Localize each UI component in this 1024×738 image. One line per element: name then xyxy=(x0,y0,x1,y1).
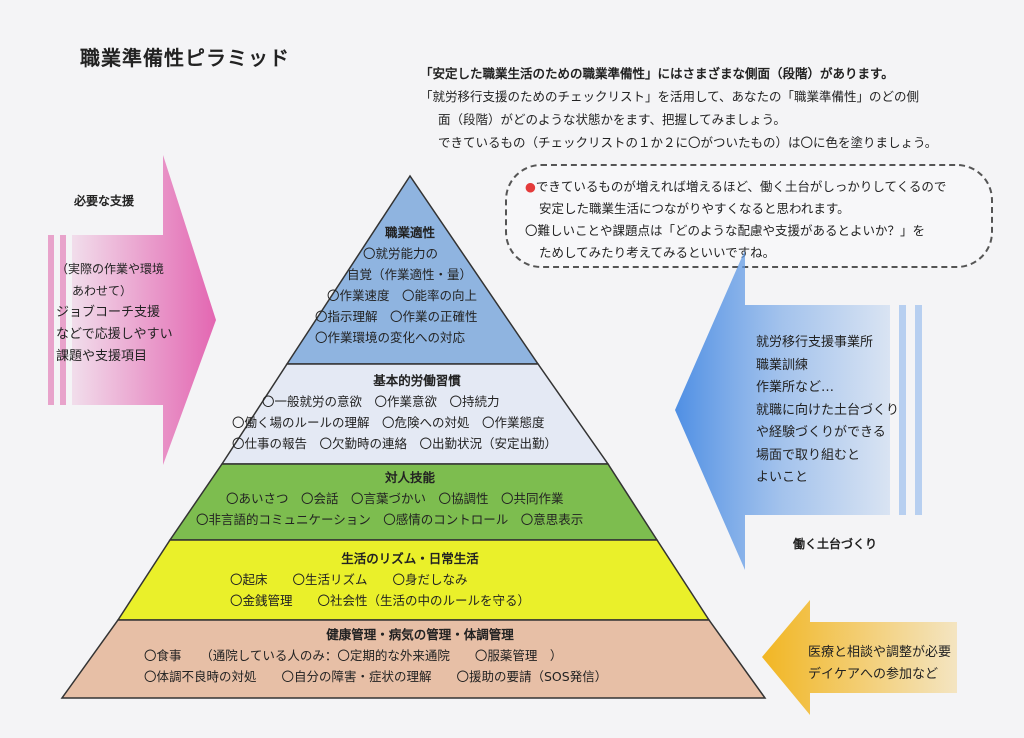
support-heading: 必要な支援 xyxy=(74,194,135,208)
level-1-title: 職業適性 xyxy=(384,225,435,240)
pyramid-level-5 xyxy=(60,619,767,699)
level-1-line-5: 〇作業環境の変化への対応 xyxy=(315,330,466,345)
support-line-2: あわせて） xyxy=(72,284,133,298)
level-2-title: 基本的労働習慣 xyxy=(373,373,461,388)
intro-line-1: 「安定した職業生活のための職業準備性」にはさまざまな側面（段階）があります。 xyxy=(420,66,894,81)
medical-arrow-icon xyxy=(762,600,957,715)
level-5-line-2: 〇体調不良時の対処 〇自分の障害・症状の理解 〇援助の要請（SOS発信） xyxy=(144,669,608,684)
level-4-text: 生活のリズム・日常生活 〇起床 〇生活リズム 〇身だしなみ 〇金銭管理 〇社会性… xyxy=(200,548,620,611)
support-line-3: ジョブコーチ支援 xyxy=(56,305,161,320)
intro-line-3: 面（段階）がどのような状態かをます、把握してみましょう。 xyxy=(438,112,786,127)
foundation-line-4: 就職に向けた土台づくり xyxy=(756,402,900,418)
level-3-line-2: 〇非言語的コミュニケーション 〇感情のコントロール 〇意思表示 xyxy=(196,512,584,527)
foundation-arrow-icon xyxy=(675,250,922,570)
foundation-heading: 働く土台づくり xyxy=(793,537,878,551)
support-arrow-icon xyxy=(48,155,216,465)
foundation-text: 就労移行支援事業所 職業訓練 作業所など… 就職に向けた土台づくり や経験づくり… xyxy=(756,332,906,490)
level-4-line-1: 〇起床 〇生活リズム 〇身だしなみ xyxy=(230,572,468,587)
callout-line-1: できているものが増えれば増えるほど、働く土台がしっかりしてくるので xyxy=(535,179,947,194)
level-2-line-3: 〇仕事の報告 〇欠勤時の連絡 〇出勤状況（安定出勤） xyxy=(232,436,558,451)
foundation-line-7: よいこと xyxy=(756,470,809,485)
level-1-line-4: 〇指示理解 〇作業の正確性 xyxy=(315,309,478,324)
callout-line-2: 安定した職業生活につながりやすくなると思われます。 xyxy=(539,201,850,216)
level-5-text: 健康管理・病気の管理・体調管理 〇食事 （通院している人のみ：〇定期的な外来通院… xyxy=(140,624,700,687)
level-1-line-1: 〇就労能力の xyxy=(363,246,439,261)
level-1-text: 職業適性 〇就労能力の 自覚（作業適性・量） 〇作業速度 〇能率の向上 〇指示理… xyxy=(315,222,505,348)
level-3-title: 対人技能 xyxy=(384,470,435,485)
support-line-4: などで応援しやすい xyxy=(56,327,173,342)
medical-line-1: 医療と相談や調整が必要 xyxy=(808,645,952,660)
level-2-text: 基本的労働習慣 〇一般就労の意欲 〇作業意欲 〇持続力 〇働く場のルールの理解 … xyxy=(232,370,602,454)
level-4-title: 生活のリズム・日常生活 xyxy=(341,551,479,566)
level-4-line-2: 〇金銭管理 〇社会性（生活の中のルールを守る） xyxy=(230,593,531,608)
intro-line-4: できているもの（チェックリストの１か２に〇がついたもの）は〇に色を塗りましょう。 xyxy=(438,135,938,150)
medical-text: 医療と相談や調整が必要 デイケアへの参加など xyxy=(808,642,951,686)
callout-line-4: ためしてみたり考えてみるといいですね。 xyxy=(539,245,776,260)
level-2-line-1: 〇一般就労の意欲 〇作業意欲 〇持続力 xyxy=(262,394,500,409)
level-5-line-1: 〇食事 （通院している人のみ：〇定期的な外来通院 〇服薬管理 ） xyxy=(144,648,563,663)
level-1-line-3: 〇作業速度 〇能率の向上 xyxy=(327,288,478,303)
support-line-1: （実際の作業や環境 xyxy=(56,262,165,276)
medical-line-2: デイケアへの参加など xyxy=(808,667,939,682)
support-line-5: 課題や支援項目 xyxy=(56,349,148,364)
red-dot-icon: ● xyxy=(525,179,536,194)
foundation-line-2: 職業訓練 xyxy=(756,357,809,373)
page-title: 職業準備性ピラミッド xyxy=(80,46,290,70)
level-3-line-1: 〇あいさつ 〇会話 〇言葉づかい 〇協調性 〇共同作業 xyxy=(226,491,564,506)
callout-line-3: 〇難しいことや課題点は「どのような配慮や支援があるとよいか？」を xyxy=(525,223,926,238)
foundation-line-3: 作業所など… xyxy=(756,380,835,395)
intro-text: 「安定した職業生活のための職業準備性」にはさまざまな側面（段階）があります。 「… xyxy=(420,62,1010,154)
note-callout: ●できているものが増えれば増えるほど、働く土台がしっかりしてくるので 安定した職… xyxy=(505,164,993,268)
intro-line-2: 「就労移行支援のためのチェックリスト」を活用して、あなたの「職業準備性」のどの側 xyxy=(420,89,920,104)
level-1-line-2: 自覚（作業適性・量） xyxy=(347,267,473,282)
foundation-line-5: や経験づくりができる xyxy=(756,425,886,440)
foundation-line-1: 就労移行支援事業所 xyxy=(756,335,874,350)
level-2-line-2: 〇働く場のルールの理解 〇危険への対処 〇作業態度 xyxy=(232,415,545,430)
foundation-line-6: 場面で取り組むと xyxy=(756,447,861,463)
level-5-title: 健康管理・病気の管理・体調管理 xyxy=(326,627,514,642)
level-3-text: 対人技能 〇あいさつ 〇会話 〇言葉づかい 〇協調性 〇共同作業 〇非言語的コミ… xyxy=(190,467,630,530)
support-text: （実際の作業や環境 あわせて） ジョブコーチ支援 などで応援しやすい 課題や支援… xyxy=(56,258,206,368)
